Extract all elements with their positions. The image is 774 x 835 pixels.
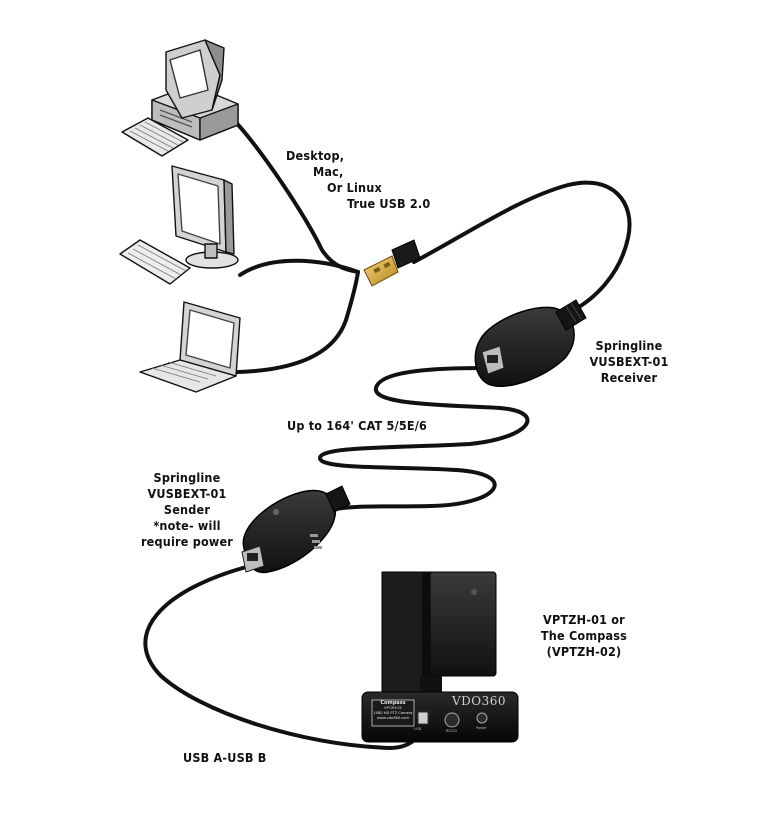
- receiver-device-icon: [474, 299, 587, 388]
- camera-port-label: USB: [414, 727, 422, 731]
- camera-label-line: VPTZH-01 or: [543, 612, 625, 627]
- camera-label-line: (VPTZH-02): [546, 644, 622, 659]
- camera-badge-line: www.vdo360.com: [377, 716, 409, 720]
- camera-brand-text: VDO360: [452, 694, 507, 708]
- sender-label-line: *note- will: [153, 518, 221, 533]
- laptop-cable: [236, 270, 360, 374]
- camera-badge-line: 1080 HD PTZ Camera: [373, 711, 413, 715]
- usb-cable-label: USB A-USB B: [183, 750, 267, 766]
- camera-badge-line: Compass: [380, 700, 406, 706]
- cable-label: Up to 164' CAT 5/5E/6: [287, 418, 427, 434]
- usb-a-b-cable: [143, 564, 430, 751]
- desktop-computer-icon: [121, 39, 239, 157]
- camera-label-line: The Compass: [540, 628, 628, 643]
- camera-port-label: Power: [476, 726, 487, 730]
- sender-label: Springline VUSBEXT-01 Sender *note- will…: [128, 470, 246, 550]
- monitor-cable: [238, 258, 360, 277]
- sender-label-line: VUSBEXT-01: [147, 486, 227, 501]
- camera-badge: Compass VPTZH-02 1080 HD PTZ Camera www.…: [373, 701, 413, 721]
- mac-computer-icon: [119, 165, 239, 285]
- camera-port-label: RS232: [446, 729, 458, 733]
- computers-label-line: Mac,: [313, 164, 344, 179]
- sender-label-line: Springline: [153, 470, 221, 485]
- cable-label-text: Up to 164' CAT 5/5E/6: [287, 418, 428, 433]
- camera-device-icon: [361, 571, 519, 743]
- receiver-label-line: Springline: [595, 338, 663, 353]
- usb-a-plug-icon: [363, 239, 421, 287]
- sender-label-line: require power: [140, 534, 234, 549]
- camera-label: VPTZH-01 or The Compass (VPTZH-02): [534, 612, 634, 660]
- sender-device-icon: [241, 485, 351, 574]
- usb-cable-label-text: USB A-USB B: [183, 750, 267, 765]
- computers-label-line: True USB 2.0: [347, 196, 431, 211]
- receiver-label: Springline VUSBEXT-01 Receiver: [580, 338, 678, 386]
- camera-badge-line: VPTZH-02: [384, 706, 402, 710]
- cables: [143, 116, 632, 751]
- cat-cable: [317, 366, 530, 512]
- computers-label-line: Or Linux: [327, 180, 382, 195]
- computers-label: Desktop, Mac, Or Linux True USB 2.0: [286, 148, 430, 212]
- receiver-label-line: Receiver: [600, 370, 658, 385]
- computers-label-line: Desktop,: [286, 148, 345, 163]
- receiver-label-line: VUSBEXT-01: [589, 354, 669, 369]
- sender-label-line: Sender: [163, 502, 211, 517]
- receiver-usb-cable: [412, 180, 632, 314]
- laptop-computer-icon: [139, 301, 241, 393]
